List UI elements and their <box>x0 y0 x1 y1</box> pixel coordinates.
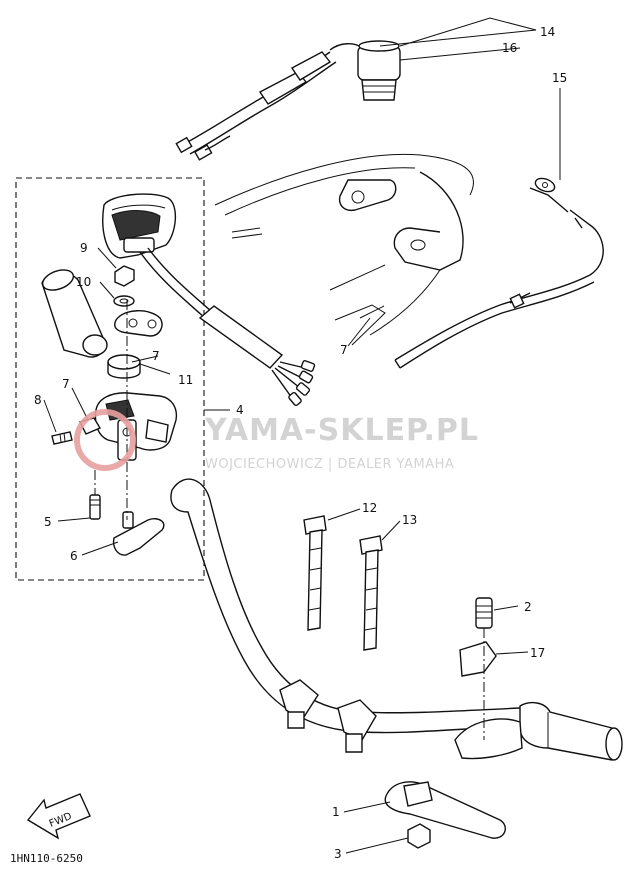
group-box-4 <box>15 177 205 581</box>
watermark: YAMA-SKLEP.PL WOJCIECHOWICZ | DEALER YAM… <box>74 409 479 472</box>
start-switch-assembly <box>175 40 401 161</box>
leader-lines <box>43 17 561 854</box>
throttle-assembly <box>384 597 523 849</box>
small-parts <box>107 265 163 379</box>
callout-11: 11 <box>178 373 193 387</box>
callout-16: 16 <box>502 41 517 55</box>
right-grip <box>519 701 623 761</box>
callout-numbers: 14 16 15 9 10 7 11 7 8 4 5 6 12 13 2 17 … <box>34 25 567 861</box>
callout-12: 12 <box>362 501 377 515</box>
throttle-cable <box>394 177 604 369</box>
callout-4: 4 <box>236 403 244 417</box>
switch-housing <box>102 193 316 407</box>
callout-14: 14 <box>540 25 555 39</box>
callout-13: 13 <box>402 513 417 527</box>
callout-9: 9 <box>80 241 88 255</box>
callout-2: 2 <box>524 600 532 614</box>
fwd-arrow: FWD <box>26 793 91 840</box>
watermark-sub: WOJCIECHOWICZ | DEALER YAMAHA <box>205 457 454 472</box>
handlebar <box>170 478 521 753</box>
callout-7c: 7 <box>340 343 348 357</box>
part-code: 1HN110-6250 <box>10 852 83 865</box>
callout-5: 5 <box>44 515 52 529</box>
callout-8: 8 <box>34 393 42 407</box>
callout-7: 7 <box>62 377 70 391</box>
left-grip <box>41 269 108 358</box>
callout-17: 17 <box>530 646 545 660</box>
callout-10: 10 <box>76 275 91 289</box>
frame-outline <box>214 153 474 346</box>
callout-1: 1 <box>332 805 340 819</box>
callout-15: 15 <box>552 71 567 85</box>
callout-7b: 7 <box>152 349 160 363</box>
watermark-main: YAMA-SKLEP.PL <box>204 413 479 448</box>
callout-3: 3 <box>334 847 342 861</box>
watermark-logo <box>74 409 136 471</box>
cable-ties <box>303 515 383 651</box>
callout-6: 6 <box>70 549 78 563</box>
